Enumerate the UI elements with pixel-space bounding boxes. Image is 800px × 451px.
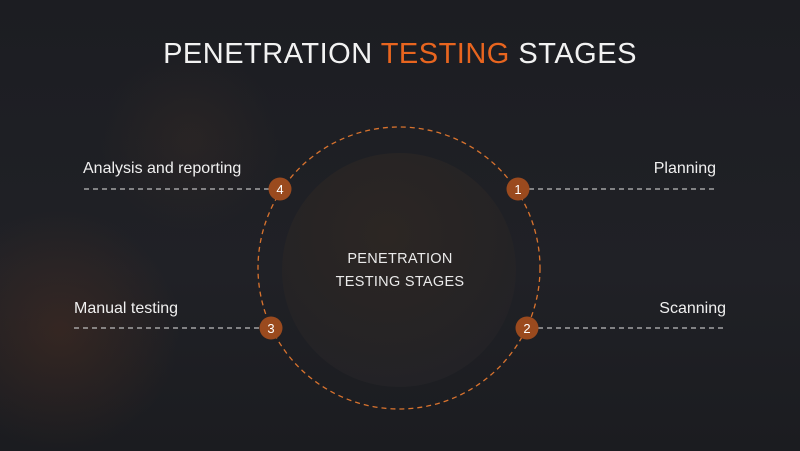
stage-badge-1: 1 [506,177,530,201]
stage-label-scanning: Scanning [659,300,726,317]
svg-text:1: 1 [514,182,521,197]
stage-badge-3: 3 [259,316,283,340]
stage-label-planning: Planning [653,160,716,177]
center-title-line2: TESTING STAGES [335,274,465,290]
outer-dashed-circle [257,126,541,410]
center-title-line1: PENETRATION [347,251,453,267]
title-part: STAGES [509,38,637,70]
title-accent: TESTING [380,38,510,70]
title-part: PENETRATION [163,38,381,70]
stage-label-manual-testing: Manual testing [74,300,179,317]
page-title: PENETRATION TESTING STAGES [0,38,800,71]
stage-badge-4: 4 [268,177,292,201]
svg-text:2: 2 [523,321,530,336]
stage-badge-2: 2 [515,316,539,340]
stage-label-analysis: Analysis and reporting [83,160,242,177]
svg-text:3: 3 [267,321,274,336]
center-title: PENETRATION TESTING STAGES [300,248,500,294]
svg-text:4: 4 [276,182,283,197]
inner-circle [282,153,516,387]
